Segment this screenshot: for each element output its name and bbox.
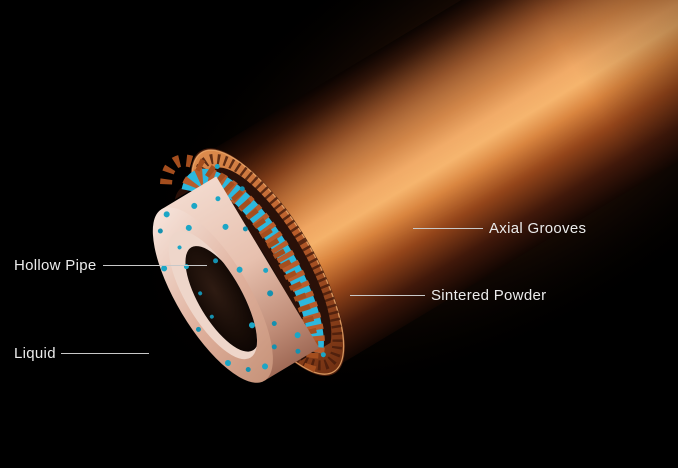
- groove-teeth-tips: [159, 154, 319, 373]
- label-sintered-powder: Sintered Powder: [431, 287, 547, 304]
- leader-line-hollow-pipe: [103, 265, 207, 266]
- label-axial-grooves: Axial Grooves: [489, 220, 587, 237]
- leader-line-liquid: [61, 353, 149, 354]
- pipe-body: [200, 0, 678, 371]
- axial-grooves-comb: [159, 154, 332, 373]
- leader-line-axial-grooves: [413, 228, 483, 229]
- label-hollow-pipe: Hollow Pipe: [14, 257, 97, 274]
- axial-grooves-striations: [192, 153, 343, 371]
- leader-line-sintered-powder: [350, 295, 425, 296]
- sintered-powder-tube: [152, 176, 320, 383]
- hollow-center: [185, 246, 259, 352]
- label-liquid: Liquid: [14, 345, 56, 362]
